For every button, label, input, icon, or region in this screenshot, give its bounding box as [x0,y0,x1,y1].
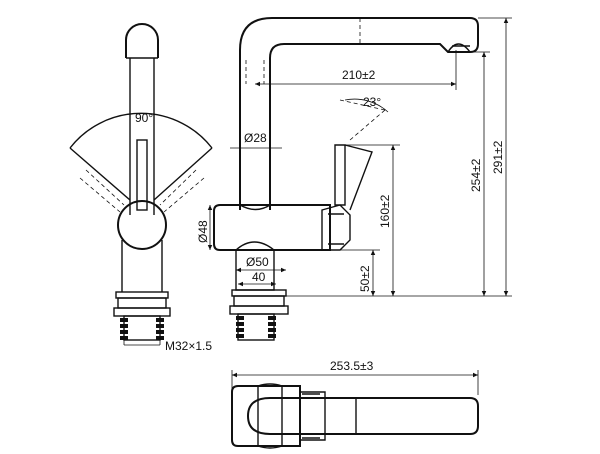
front-thread [120,315,164,341]
front-body [117,200,167,250]
side-body [213,204,331,251]
front-spout-neck [129,58,155,110]
side-spout [239,17,479,210]
lever-angle-label: 23° [363,95,381,109]
top-spout [246,397,479,435]
spout-height-label: 254±2 [469,158,483,192]
side-lever [334,144,346,206]
front-spout-head [125,23,159,58]
base-diameter-label: Ø50 [246,255,269,269]
swivel-angle-label: 90° [135,111,153,125]
side-thread [236,313,276,341]
top-view: 253.5±3 [231,359,479,449]
body-height-label: 50±2 [358,265,372,292]
total-height-label: 291±2 [491,140,505,174]
total-length-label: 253.5±3 [330,359,374,373]
base-width-label: 40 [252,270,266,284]
front-lever [136,139,148,211]
body-diameter-label: Ø48 [196,220,210,243]
front-view: M32×1.5 90° [69,23,213,353]
spout-diameter-label: Ø28 [244,131,267,145]
swivel-arc [69,112,213,149]
side-view: 210±2 Ø28 23° Ø48 Ø50 40 160±2 50±2 254±… [196,17,512,341]
thread-label: M32×1.5 [165,339,212,353]
top-body [231,385,301,447]
reach-label: 210±2 [342,68,376,82]
lever-height-label: 160±2 [378,194,392,228]
